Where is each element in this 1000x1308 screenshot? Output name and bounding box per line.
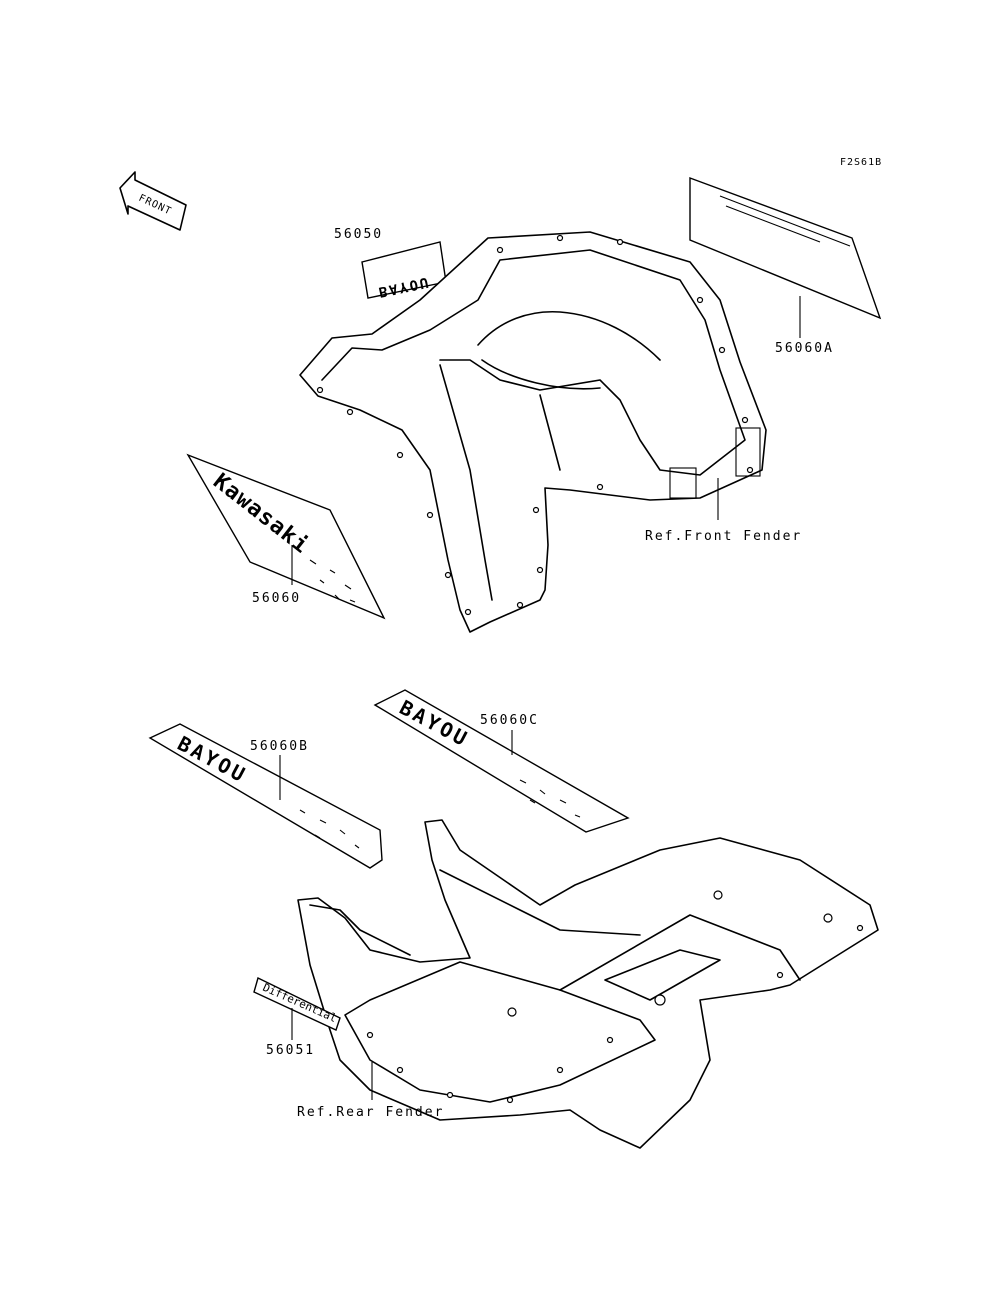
decal-56060C: BAYOU (373, 689, 630, 833)
part-label-56060B: 56060B (250, 739, 309, 754)
rear-fender (297, 819, 879, 1149)
ref-rear-fender: Ref.Rear Fender (297, 1105, 444, 1120)
part-label-56050: 56050 (334, 227, 383, 242)
part-label-56060C: 56060C (480, 713, 539, 728)
front-arrow-icon: FRONT (119, 171, 187, 231)
ref-front-fender: Ref.Front Fender (645, 529, 802, 544)
drawing-code: F2S61B (840, 157, 882, 168)
part-label-56060A: 56060A (775, 341, 834, 356)
decal-56060A (689, 176, 882, 320)
part-label-56051: 56051 (266, 1043, 315, 1058)
front-fender (299, 231, 767, 633)
part-label-56060: 56060 (252, 591, 301, 606)
